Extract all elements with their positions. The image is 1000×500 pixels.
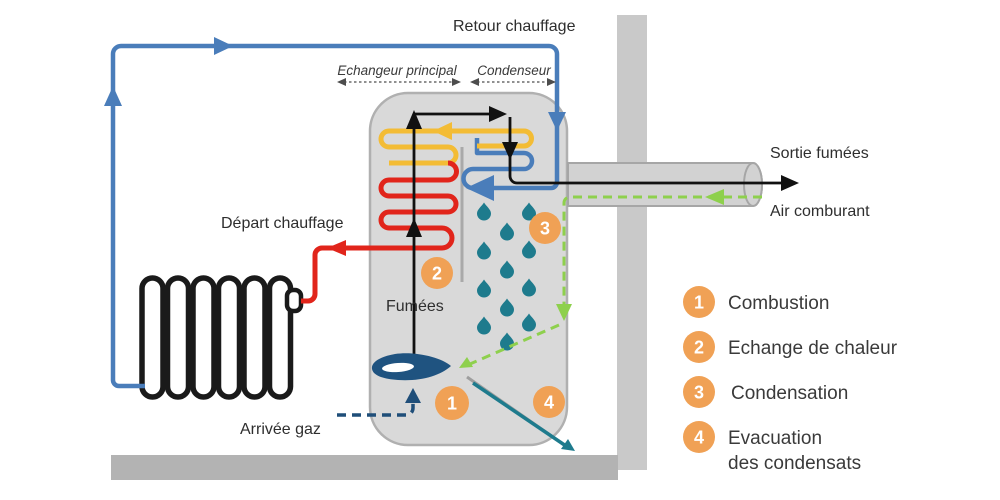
legend-circle-3 — [683, 376, 715, 408]
flue-pipe-end — [743, 162, 763, 207]
legend-number-4: 4 — [694, 428, 704, 448]
heating-flow-pipe — [301, 160, 459, 304]
return-flow-arrows — [104, 37, 566, 201]
gas-inlet-arrow — [405, 388, 421, 403]
heating-flow-arrow — [327, 240, 346, 256]
label-retour-chauffage: Retour chauffage — [453, 18, 576, 35]
marker-2-number: 2 — [432, 264, 442, 284]
legend-label-evacuation-line2: des condensats — [728, 453, 861, 474]
label-fumees: Fumées — [386, 298, 444, 315]
wall — [617, 15, 647, 470]
flue-gas-path — [412, 112, 786, 372]
combustion-air-arrows — [459, 189, 724, 368]
label-condenseur: Condenseur — [477, 63, 551, 78]
legend-label-condensation: Condensation — [731, 383, 848, 404]
condenser-inlet-arrow — [466, 175, 494, 201]
combustion-air-path — [469, 195, 762, 366]
condenser-coil — [461, 138, 535, 191]
exchanger-flow-arrow — [433, 122, 452, 140]
label-air-comburant: Air comburant — [770, 203, 870, 220]
flue-pipe — [567, 162, 763, 207]
flue-gas-arrows — [406, 106, 799, 237]
gas-inlet-pipe — [337, 401, 415, 417]
legend-circle-1 — [683, 286, 715, 318]
radiator — [139, 275, 304, 400]
legend: 1 Combustion 2 Echange de chaleur 3 Cond… — [683, 286, 898, 474]
legend-circle-4 — [683, 421, 715, 453]
marker-4-evacuation — [533, 386, 565, 418]
marker-1-combustion — [435, 386, 469, 420]
marker-3-number: 3 — [540, 219, 550, 239]
condensate-drain — [472, 381, 567, 448]
floor — [111, 455, 618, 480]
step-markers: 1 2 3 4 — [421, 212, 565, 420]
legend-number-1: 1 — [694, 293, 704, 313]
label-arrivee-gaz: Arrivée gaz — [240, 421, 321, 438]
label-depart-chauffage: Départ chauffage — [221, 215, 344, 232]
condensate-drain-arrow — [561, 439, 575, 451]
smoke-outlet-arrow — [781, 175, 799, 191]
label-echangeur-principal: Echangeur principal — [337, 63, 457, 78]
radiator-outlet — [284, 287, 304, 314]
legend-label-echange: Echange de chaleur — [728, 338, 898, 359]
main-exchanger-coil — [378, 128, 534, 166]
marker-1-number: 1 — [447, 394, 457, 414]
marker-4-number: 4 — [544, 393, 554, 413]
legend-circle-2 — [683, 331, 715, 363]
legend-label-evacuation: Evacuation — [728, 428, 822, 449]
flame-core — [382, 362, 414, 373]
legend-number-3: 3 — [694, 383, 704, 403]
legend-label-combustion: Combustion — [728, 293, 829, 314]
label-sortie-fumees: Sortie fumées — [770, 145, 869, 162]
legend-number-2: 2 — [694, 338, 704, 358]
marker-3-condensation — [529, 212, 561, 244]
marker-2-echange — [421, 257, 453, 289]
section-measure-arrowheads — [337, 78, 556, 86]
